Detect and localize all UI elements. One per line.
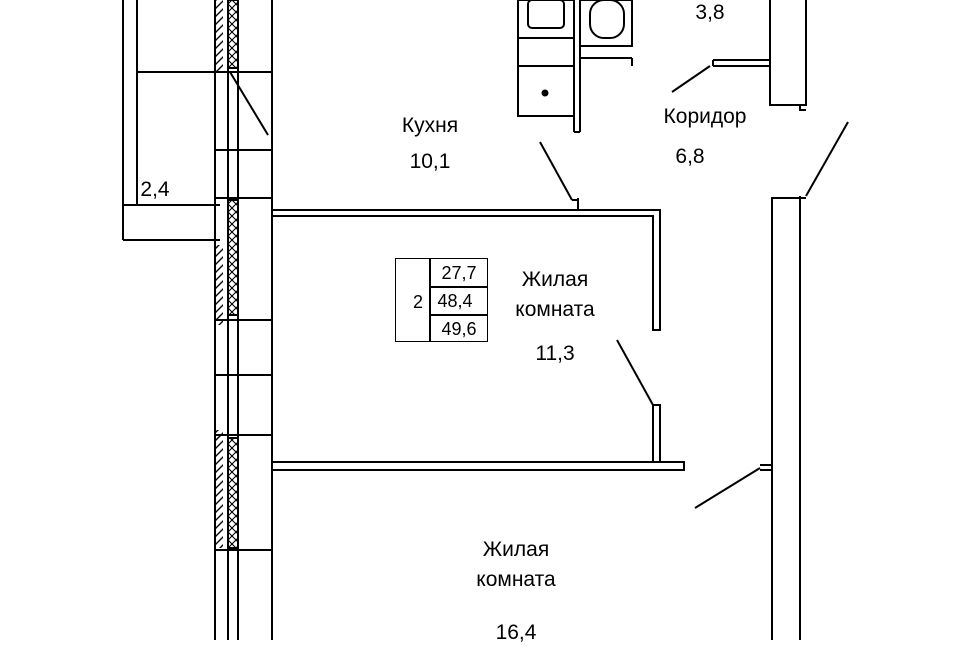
partition-room1-room2 xyxy=(272,339,685,471)
partition-kitchen-room1 xyxy=(272,141,661,331)
summary-divider xyxy=(429,259,431,341)
balcony-outline xyxy=(122,0,220,241)
bathroom-fixtures xyxy=(517,0,633,133)
living-room-1-name-line1: Жилая xyxy=(521,268,589,291)
corridor-name: Коридор xyxy=(663,105,747,128)
room-count: 2 xyxy=(412,292,423,312)
bathroom-area: 3,8 xyxy=(695,1,725,24)
summary-row-divider-1 xyxy=(429,286,487,288)
kitchen-area: 10,1 xyxy=(409,150,451,173)
total-area-with-balcony: 49,6 xyxy=(441,319,477,339)
balcony-area: 2,4 xyxy=(140,178,170,201)
kitchen-name: Кухня xyxy=(401,114,459,137)
window-hatching xyxy=(215,0,239,549)
living-room-2-area: 16,4 xyxy=(495,621,537,644)
living-room-1-area: 11,3 xyxy=(535,342,575,365)
living-room-1-name-line2: комната xyxy=(515,298,595,321)
door-swing-kitchen-window xyxy=(229,71,269,136)
summary-row-divider-2 xyxy=(429,314,487,316)
corridor-walls xyxy=(671,0,849,640)
summary-table: 2 27,7 48,4 49,6 xyxy=(395,258,488,342)
living-area: 27,7 xyxy=(441,263,477,283)
total-area: 48,4 xyxy=(437,291,473,311)
living-room-2-name-line2: комната xyxy=(476,568,556,591)
living-room-2-name-line1: Жилая xyxy=(482,538,550,561)
corridor-area: 6,8 xyxy=(675,145,705,168)
